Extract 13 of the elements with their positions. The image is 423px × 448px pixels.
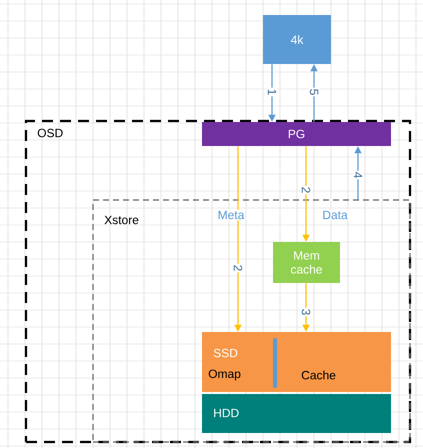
storage-box: HDD	[202, 394, 391, 433]
edge-label: 2	[300, 186, 312, 194]
edge-label: 3	[300, 308, 312, 316]
cache-box: Mem cache	[273, 242, 340, 283]
process-box: PG	[202, 122, 391, 146]
text-label: Data	[321, 210, 349, 220]
storage-box: SSD Omap Cache	[202, 332, 391, 392]
edge-label: 4	[352, 170, 364, 180]
edge-label: 1	[266, 88, 278, 96]
process-box: 4k	[263, 15, 331, 64]
text-label: Meta	[216, 210, 246, 220]
edge-label: 2	[232, 264, 244, 272]
edge-label: 5	[308, 88, 320, 96]
